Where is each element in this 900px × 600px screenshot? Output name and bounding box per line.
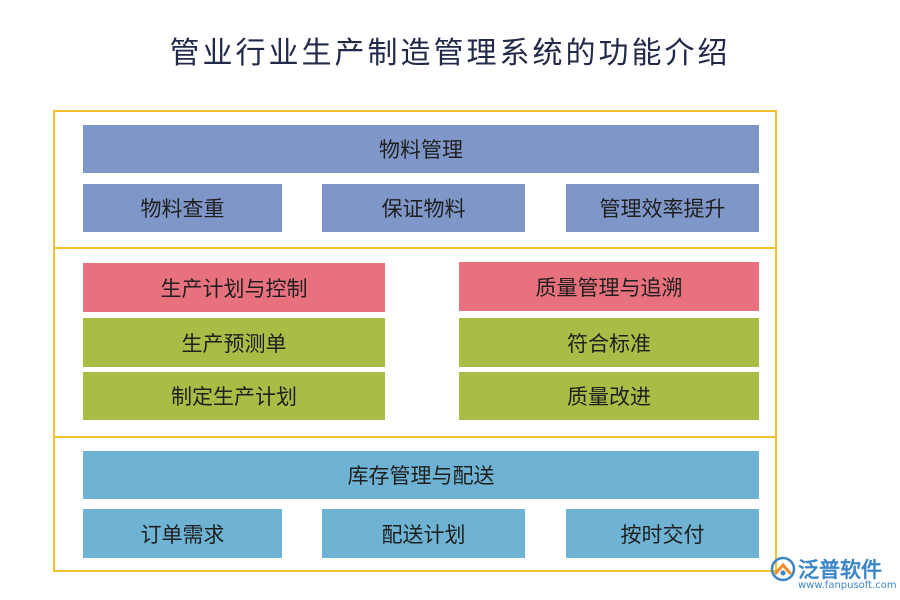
page-title: 管业行业生产制造管理系统的功能介绍 (169, 36, 731, 71)
fanpu-logo: 泛普软件 www.fanpusoft.com (770, 553, 897, 597)
quality-item-standard: 符合标准 (459, 318, 759, 367)
fanpu-logo-icon (770, 556, 796, 582)
section-divider-1 (53, 247, 777, 249)
inventory-item-on-time: 按时交付 (566, 509, 759, 558)
inventory-item-delivery-plan: 配送计划 (322, 509, 525, 558)
inventory-delivery-header: 库存管理与配送 (83, 451, 759, 499)
section-divider-2 (53, 436, 777, 438)
material-item-dedup: 物料查重 (83, 184, 282, 232)
quality-management-header: 质量管理与追溯 (459, 262, 759, 311)
production-item-plan: 制定生产计划 (83, 372, 385, 420)
production-plan-header: 生产计划与控制 (83, 263, 385, 312)
logo-name: 泛普软件 (798, 558, 882, 582)
logo-url: www.fanpusoft.com (798, 580, 897, 591)
diagram-frame (53, 110, 777, 572)
production-item-forecast: 生产预测单 (83, 318, 385, 367)
material-item-efficiency: 管理效率提升 (566, 184, 759, 232)
inventory-item-orders: 订单需求 (83, 509, 282, 558)
quality-item-improve: 质量改进 (459, 372, 759, 420)
material-item-guarantee: 保证物料 (322, 184, 525, 232)
material-management-header: 物料管理 (83, 125, 759, 173)
